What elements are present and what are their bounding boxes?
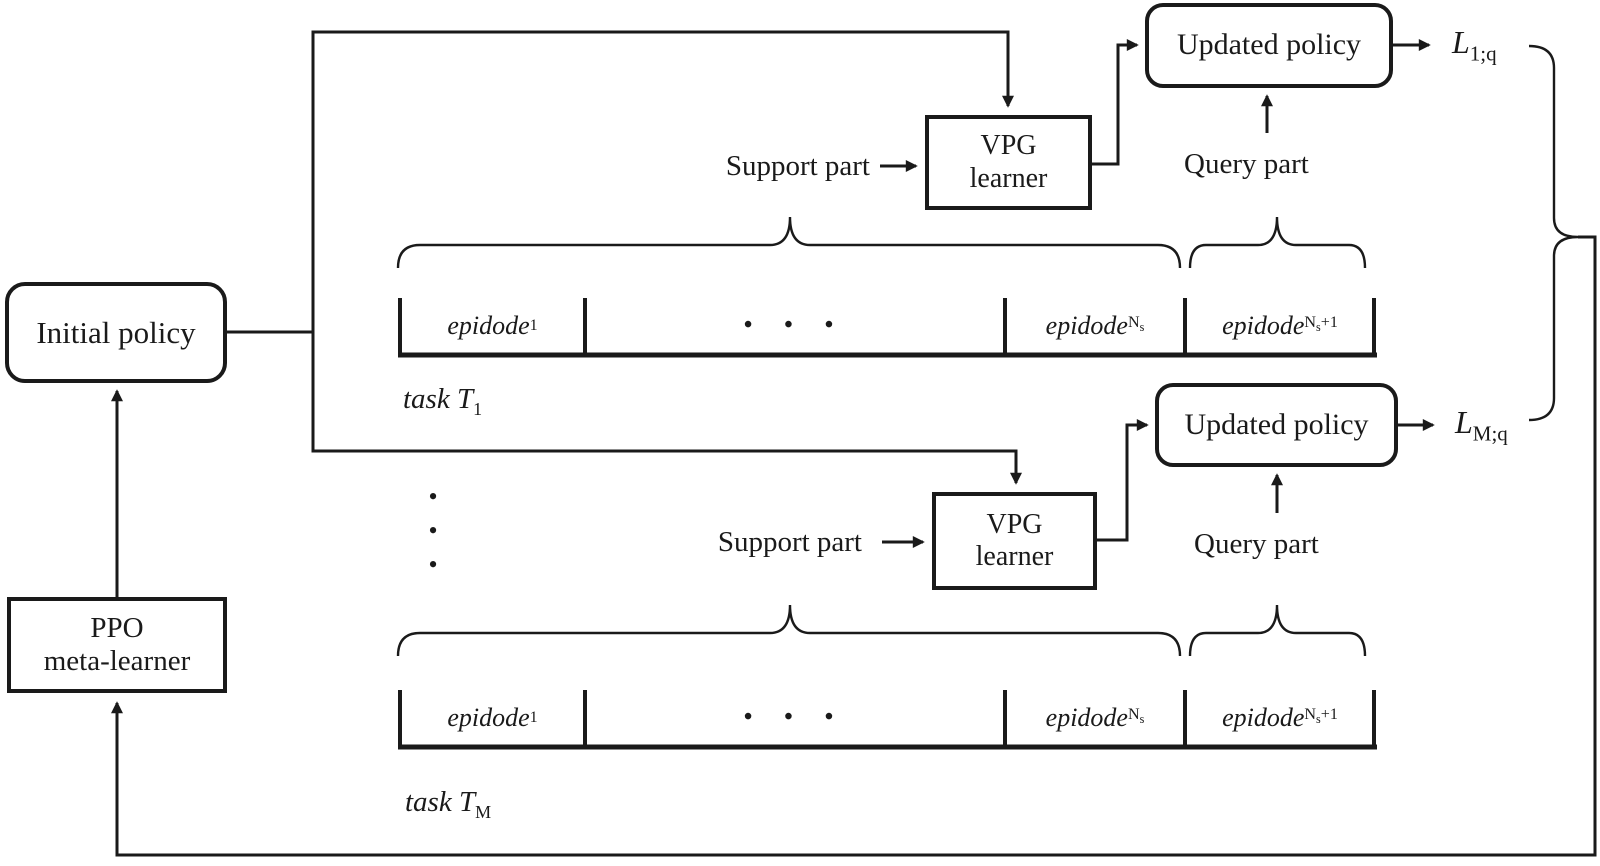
ppo-label-line2: meta-learner — [43, 645, 191, 677]
feedback-to-ppo-arrow — [111, 235, 1597, 857]
episode-sub-plus-one: +1 — [1320, 706, 1338, 724]
episode-dots: • • • — [743, 312, 847, 338]
vpg-learner-1-node: VPG learner — [925, 115, 1092, 210]
episode-base: epidode — [1045, 310, 1128, 340]
episode-base: epidode — [1222, 702, 1305, 732]
vpg1-to-updated1-arrow — [1092, 39, 1139, 166]
episode-ellipsis-1: • • • — [585, 298, 1005, 353]
task-1-label: task T1 — [403, 383, 483, 419]
query-part-1-label: Query part — [1184, 148, 1309, 180]
episode-base: epidode — [447, 702, 530, 732]
ppo-meta-learner-node: PPO meta-learner — [7, 597, 227, 693]
task-M-base: task T — [405, 786, 476, 818]
episode-sub: Ns+1 — [1304, 315, 1337, 334]
loss-M-label: LM;q — [1455, 404, 1508, 444]
episode-strip-2-dividers — [398, 690, 1376, 745]
vpg-learner-2-node: VPG learner — [932, 492, 1097, 590]
episode-base: epidode — [1045, 702, 1128, 732]
episode-subsub-s: s — [1139, 320, 1145, 335]
episode-subsub-s: s — [1139, 712, 1145, 727]
initial-policy-node: Initial policy — [5, 282, 227, 383]
episode-ellipsis-2: • • • — [585, 690, 1005, 745]
vertical-ellipsis-dot: • — [428, 550, 438, 580]
episode-sub: Ns — [1128, 315, 1144, 334]
vertical-ellipsis: • • • — [421, 482, 445, 580]
loss-1-label: L1;q — [1452, 24, 1497, 64]
vpg1-label-line2: learner — [969, 162, 1048, 194]
updated-policy-2-label: Updated policy — [1184, 407, 1369, 441]
vpg2-label-line2: learner — [975, 541, 1054, 572]
episode-dots: • • • — [743, 704, 847, 730]
loss-M-sub: M;q — [1472, 421, 1508, 446]
query-part-2-label: Query part — [1194, 528, 1319, 560]
episode-sub-n: N — [1304, 314, 1317, 332]
branch-to-vpg2-arrow — [311, 332, 1022, 485]
support-part-2-label: Support part — [717, 526, 862, 558]
episode-base: epidode — [447, 310, 530, 340]
loss-1-sub: 1;q — [1469, 41, 1497, 66]
episode-sub: Ns+1 — [1304, 707, 1337, 726]
query1-brace — [1188, 216, 1367, 269]
support-part-1-label: Support part — [725, 150, 870, 182]
ppo-label-line1: PPO — [90, 611, 144, 644]
episode-sub-n: N — [1127, 706, 1140, 724]
initial-policy-label: Initial policy — [36, 314, 196, 350]
episode-sub: Ns — [1128, 707, 1144, 726]
task-1-sub: 1 — [473, 398, 483, 419]
episode-sub-n: N — [1127, 314, 1140, 332]
updated-policy-2-node: Updated policy — [1155, 383, 1398, 467]
episode-sub-n: N — [1304, 706, 1317, 724]
vpg2-label-line1: VPG — [986, 508, 1043, 540]
support2-brace — [396, 604, 1182, 657]
episode-base: epidode — [1222, 310, 1305, 340]
loss-collect-brace — [1528, 44, 1579, 422]
vpg2-to-updated2-arrow — [1097, 419, 1149, 542]
updated-policy-1-node: Updated policy — [1145, 3, 1393, 88]
updated-policy-1-label: Updated policy — [1176, 28, 1362, 62]
task-1-base: task T — [403, 383, 474, 415]
task-M-sub: M — [475, 801, 492, 822]
vertical-ellipsis-dot: • — [428, 516, 438, 546]
branch-to-vpg1-arrow — [311, 30, 1014, 332]
episode-subsub-s: s — [1316, 320, 1321, 335]
loss-M-base: L — [1455, 404, 1473, 440]
loss-1-base: L — [1452, 24, 1470, 60]
task-M-label: task TM — [405, 786, 492, 822]
support1-brace — [396, 216, 1182, 269]
episode-sub-plus-one: +1 — [1320, 314, 1338, 332]
vertical-ellipsis-dot: • — [428, 482, 438, 511]
episode-strip-1-dividers — [398, 298, 1376, 353]
vpg1-label-line1: VPG — [980, 130, 1037, 162]
episode-subsub-s: s — [1316, 712, 1321, 727]
query2-brace — [1188, 604, 1367, 657]
